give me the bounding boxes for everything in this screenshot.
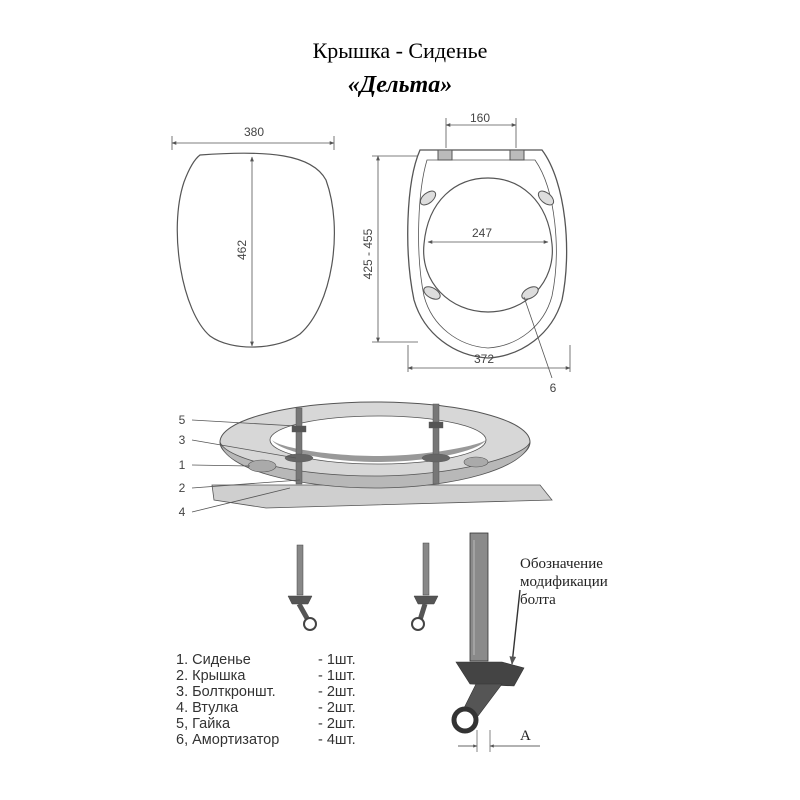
- part-name: 2. Крышка: [176, 668, 246, 684]
- part-qty: - 2шт.: [318, 716, 356, 732]
- bolt-variant-2: [411, 542, 439, 631]
- bolt-note-line-2: модификации: [520, 574, 608, 590]
- dim-seat-height: 425 - 455: [361, 228, 375, 279]
- bumper-icon: [521, 286, 539, 300]
- part-qty: - 4шт.: [318, 732, 356, 748]
- callout-6: 6: [550, 381, 557, 395]
- bumper-icon: [423, 286, 441, 300]
- assembly-perspective: [191, 401, 553, 513]
- seat-inner-rim: [418, 159, 557, 349]
- seat-outer-outline: [407, 149, 568, 359]
- part-qty: - 1шт.: [318, 652, 356, 668]
- part-qty: - 2шт.: [318, 700, 356, 716]
- bolt-marker-a: A: [520, 728, 531, 744]
- hinge-right: [509, 149, 525, 161]
- hinge-left: [437, 149, 453, 161]
- nut-icon: [291, 425, 307, 433]
- bracket-icon: [421, 453, 451, 463]
- bumper-icon: [419, 190, 437, 206]
- bracket-icon: [284, 453, 314, 463]
- bumper-icon: [537, 190, 555, 206]
- part-qty: - 1шт.: [318, 668, 356, 684]
- bolt-large: [451, 532, 540, 752]
- bolt-note-line-3: болта: [520, 592, 556, 608]
- dim-seat-opening: 247: [472, 226, 492, 240]
- subtitle: «Дельта»: [347, 72, 453, 98]
- part-name: 6, Амортизатор: [176, 732, 280, 748]
- dim-lid-width: 380: [244, 125, 264, 139]
- bumper-icon: [463, 456, 489, 468]
- bolt-variant-1: [287, 544, 317, 631]
- lid-outline: [176, 152, 335, 348]
- callout-3: 3: [179, 433, 186, 447]
- bolt-right: [432, 403, 440, 485]
- seat-opening: [423, 177, 553, 313]
- part-name: 5, Гайка: [176, 716, 231, 732]
- callout-1: 1: [179, 458, 186, 472]
- bolt-left: [295, 407, 303, 485]
- bolt-note-line-1: Обозначение: [520, 556, 603, 572]
- callout-4: 4: [179, 505, 186, 519]
- lid-plate: [211, 484, 553, 509]
- part-name: 4. Втулка: [176, 700, 239, 716]
- part-qty: - 2шт.: [318, 684, 356, 700]
- part-name: 3. Болткроншт.: [176, 684, 276, 700]
- dim-hinge-span: 160: [470, 111, 490, 125]
- callout-5: 5: [179, 413, 186, 427]
- part-name: 1. Сиденье: [176, 652, 251, 668]
- callout-2: 2: [179, 481, 186, 495]
- seat-top-view: [372, 118, 571, 379]
- title: Крышка - Сиденье: [312, 38, 488, 63]
- bumper-icon: [247, 459, 277, 473]
- dim-seat-width: 372: [474, 352, 494, 366]
- nut-icon: [428, 421, 444, 429]
- lid-top-view: [171, 136, 335, 348]
- dim-lid-height: 462: [235, 240, 249, 260]
